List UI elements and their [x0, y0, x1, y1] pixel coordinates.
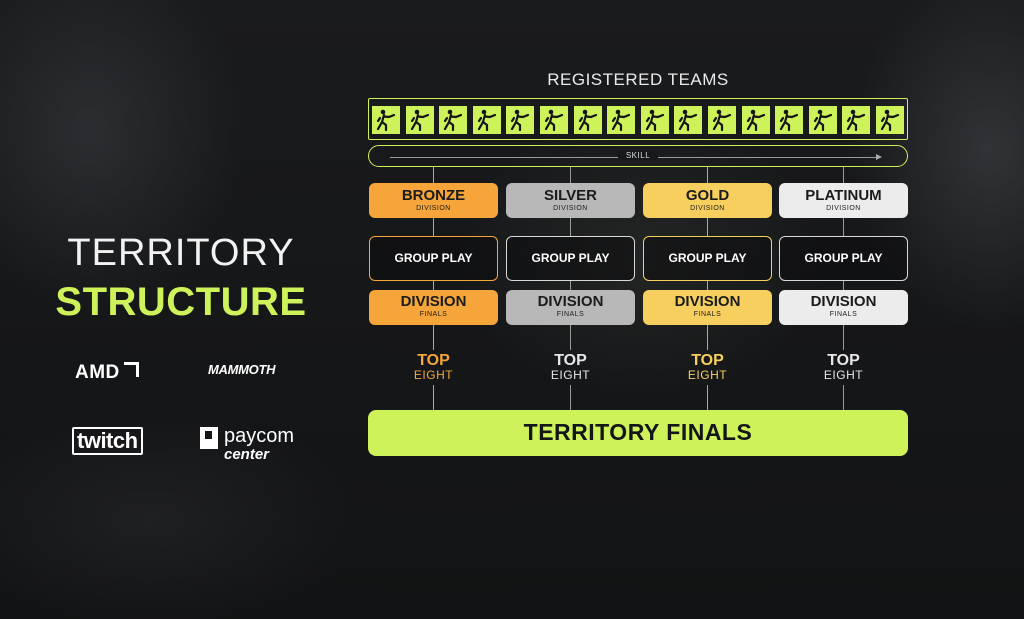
platinum-connector-line [843, 218, 844, 236]
skill-bar [368, 145, 908, 167]
bronze-group-play: GROUP PLAY [369, 236, 498, 281]
eight-label: EIGHT [550, 368, 591, 382]
division-sublabel: DIVISION [553, 205, 588, 212]
amd-logo: AMD [75, 362, 139, 384]
team-player-icon [506, 106, 535, 134]
bronze-connector-line [433, 281, 434, 290]
mammoth-logo: MAMMOTH [208, 362, 276, 377]
team-player-icon [808, 106, 837, 134]
platinum-connector-line [843, 325, 844, 350]
platinum-division-name: PLATINUM [805, 187, 882, 204]
registered-teams-title: REGISTERED TEAMS [547, 70, 729, 89]
top-label: TOP [554, 352, 587, 369]
bronze-connector-line [433, 325, 434, 350]
team-player-icon [775, 106, 804, 134]
platinum-connector-line [843, 281, 844, 290]
division-sublabel: DIVISION [416, 205, 451, 212]
division-sublabel: DIVISION [690, 205, 725, 212]
silver-connector-line [570, 281, 571, 290]
team-player-icon [741, 106, 770, 134]
amd-arrow-icon [123, 362, 139, 377]
team-player-icon [472, 106, 501, 134]
team-player-icon [573, 106, 602, 134]
skill-label: SKILL [618, 151, 658, 160]
territory-finals-box: TERRITORY FINALS [368, 410, 908, 456]
division-finals-sublabel: FINALS [693, 311, 722, 318]
team-player-icon [640, 106, 669, 134]
team-player-icon [539, 106, 568, 134]
bronze-connector-line [433, 385, 434, 410]
silver-division-name: SILVER [543, 187, 598, 204]
bronze-connector-line [433, 167, 434, 183]
gold-group-play: GROUP PLAY [643, 236, 772, 281]
gold-connector-line [707, 325, 708, 350]
team-player-icon [875, 106, 904, 134]
silver-group-play: GROUP PLAY [506, 236, 635, 281]
bronze-division-name: BRONZE [401, 187, 466, 204]
team-player-icon [674, 106, 703, 134]
team-icons-row [372, 106, 904, 134]
platinum-connector-line [843, 385, 844, 410]
skill-arrowhead-icon [876, 154, 882, 160]
silver-connector-line [570, 385, 571, 410]
team-player-icon [607, 106, 636, 134]
gold-connector-line [707, 385, 708, 410]
top-label: TOP [417, 352, 450, 369]
division-finals-label: DIVISION [810, 293, 877, 310]
gold-connector-line [707, 218, 708, 236]
paycom-icon [200, 427, 218, 449]
gold-connector-line [707, 167, 708, 183]
team-player-icon [842, 106, 871, 134]
twitch-logo: twitch [72, 427, 143, 455]
division-finals-label: DIVISION [400, 293, 467, 310]
division-sublabel: DIVISION [826, 205, 861, 212]
eight-label: EIGHT [687, 368, 728, 382]
top-label: TOP [691, 352, 724, 369]
division-finals-sublabel: FINALS [556, 311, 585, 318]
team-player-icon [405, 106, 434, 134]
division-finals-label: DIVISION [674, 293, 741, 310]
team-player-icon [707, 106, 736, 134]
bronze-connector-line [433, 218, 434, 236]
platinum-connector-line [843, 167, 844, 183]
silver-connector-line [570, 218, 571, 236]
title-territory: TERRITORY [67, 232, 295, 274]
silver-connector-line [570, 325, 571, 350]
gold-connector-line [707, 281, 708, 290]
division-finals-sublabel: FINALS [419, 311, 448, 318]
team-player-icon [439, 106, 468, 134]
division-finals-label: DIVISION [537, 293, 604, 310]
silver-connector-line [570, 167, 571, 183]
title-structure: STRUCTURE [55, 280, 307, 324]
gold-division-name: GOLD [685, 187, 730, 204]
top-label: TOP [827, 352, 860, 369]
division-finals-sublabel: FINALS [829, 311, 858, 318]
eight-label: EIGHT [413, 368, 454, 382]
platinum-group-play: GROUP PLAY [779, 236, 908, 281]
teams-bracket [368, 98, 908, 140]
team-player-icon [372, 106, 400, 134]
eight-label: EIGHT [823, 368, 864, 382]
